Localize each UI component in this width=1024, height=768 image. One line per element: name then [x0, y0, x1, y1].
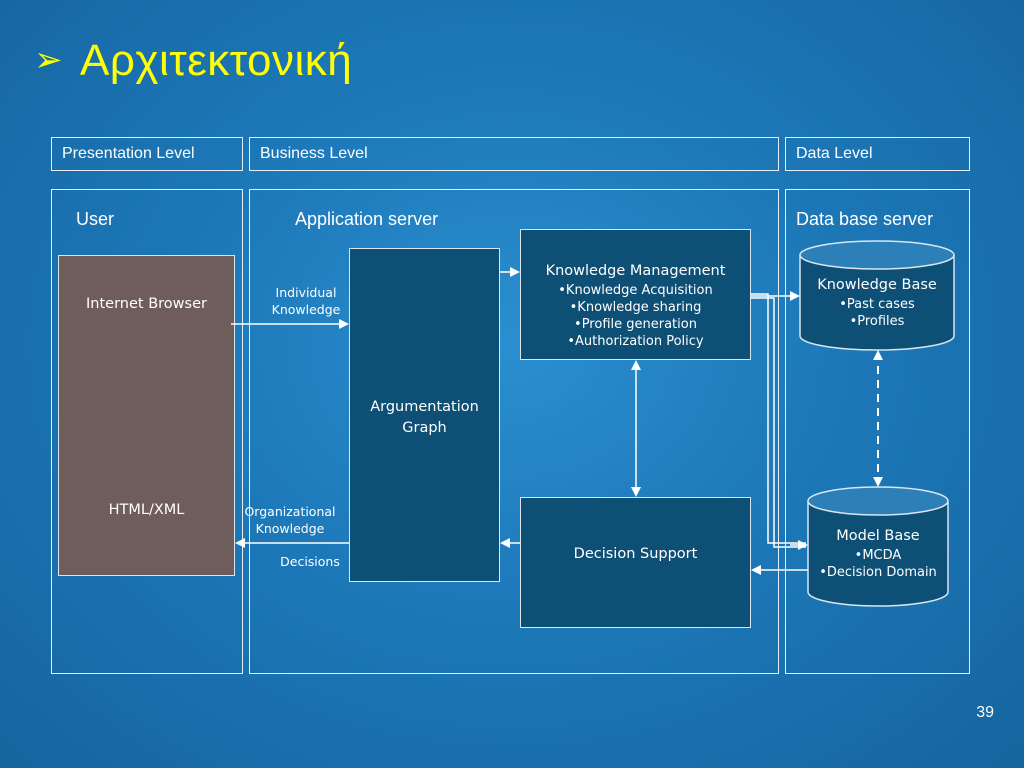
organizational-label-2: Knowledge: [255, 521, 325, 536]
kb-title: Knowledge Base: [817, 277, 937, 293]
db-server-zone-label: Data base server: [796, 209, 934, 229]
internet-browser-box: Internet Browser HTML/XML: [58, 255, 235, 576]
mb-item: •Decision Domain: [819, 565, 937, 580]
km-item: •Knowledge sharing: [569, 300, 702, 315]
knowledge-management-box: Knowledge Management •Knowledge Acquisit…: [520, 229, 751, 360]
km-to-mb-connector-a: [751, 293, 806, 544]
organizational-label-1: Organizational: [244, 504, 336, 519]
km-item: •Profile generation: [574, 317, 697, 332]
argumentation-line2: Graph: [402, 420, 447, 436]
kb-item: •Past cases: [839, 297, 915, 312]
presentation-level-header: Presentation Level: [51, 137, 243, 171]
decision-support-box: Decision Support: [520, 497, 751, 628]
ds-title: Decision Support: [573, 546, 698, 562]
km-item: •Knowledge Acquisition: [558, 283, 713, 298]
presentation-panel: [51, 189, 243, 674]
user-zone-label: User: [76, 209, 115, 229]
business-panel: [249, 189, 779, 674]
argumentation-line1: Argumentation: [370, 399, 479, 415]
individual-label-1: Individual: [275, 285, 337, 300]
browser-format: HTML/XML: [108, 502, 185, 518]
km-to-mb-connector-b: [751, 297, 806, 548]
browser-title: Internet Browser: [86, 296, 207, 312]
data-panel: [785, 189, 970, 674]
individual-label-2: Knowledge: [271, 302, 341, 317]
argumentation-graph-box: Argumentation Graph: [349, 248, 500, 582]
page-number: 39: [976, 704, 994, 721]
km-title: Knowledge Management: [545, 263, 726, 279]
app-server-zone-label: Application server: [295, 209, 439, 229]
slide-title: Αρχιτεκτονική: [80, 36, 353, 85]
data-level-header: Data Level: [785, 137, 970, 171]
decisions-label: Decisions: [280, 554, 340, 569]
title-bullet-icon: ➢: [34, 40, 63, 80]
mb-item: •MCDA: [854, 548, 902, 563]
mb-title: Model Base: [836, 528, 920, 544]
km-item: •Authorization Policy: [567, 334, 704, 349]
kb-item: •Profiles: [849, 314, 905, 329]
model-base-cylinder: [807, 486, 949, 607]
business-level-header: Business Level: [249, 137, 779, 171]
